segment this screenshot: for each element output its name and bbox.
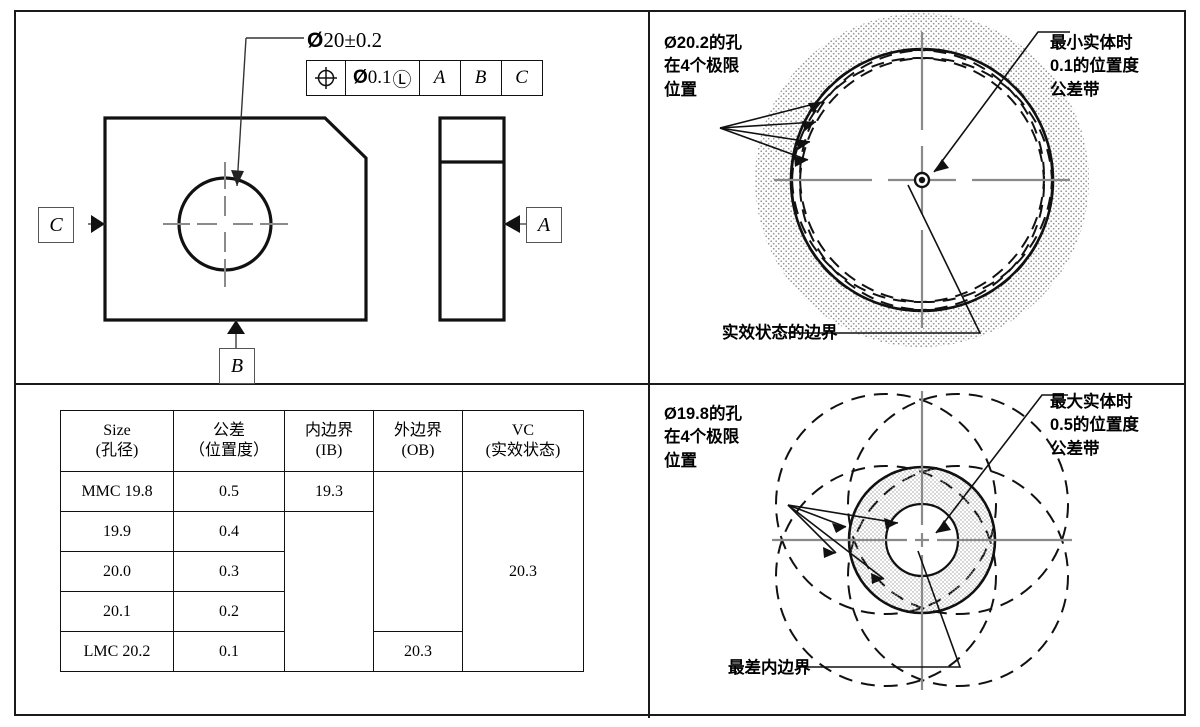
leader-vc-boundary: [788, 184, 982, 334]
col-header-size: Size (孔径): [60, 410, 174, 472]
spec-table-wrap: Size (孔径) 公差 （位置度） 内边界 (IB) 外边界: [60, 410, 584, 672]
cell-vc-merged: 20.3: [462, 471, 584, 672]
note-vc-boundary: 实效状态的边界: [722, 324, 838, 342]
cell-ib: 19.3: [284, 471, 374, 512]
diagram-centerlines: [774, 32, 1070, 328]
dimension-arrowhead: [231, 170, 244, 186]
cell-ob: 20.3: [373, 631, 463, 672]
cell-tolerance: 0.1: [173, 631, 285, 672]
cell-size: MMC 19.8: [60, 471, 174, 512]
part-geometry: [88, 37, 526, 348]
side-view-outline: [438, 116, 506, 322]
note-extreme-positions-mmc: Ø19.8的孔 在4个极限 位置: [664, 405, 742, 470]
table-row: LMC 20.2 0.1 20.3: [60, 631, 584, 672]
lmc-diagram-geometry: [719, 13, 1089, 347]
note-mmc-tolerance-zone: 最大实体时 0.5的位置度 公差带: [1050, 393, 1139, 458]
cell-tolerance: 0.5: [173, 471, 285, 512]
cell-ob-merged: [373, 471, 463, 632]
table-header-row: Size (孔径) 公差 （位置度） 内边界 (IB) 外边界: [60, 410, 584, 472]
cell-tolerance: 0.4: [173, 511, 285, 552]
leader-mmc-tolerance-zone: [935, 394, 1068, 534]
table-row: MMC 19.8 0.5 19.3 20.3: [60, 471, 584, 672]
leader-extreme-positions: [719, 101, 823, 161]
tolerance-zone-circle: [913, 171, 931, 189]
panel-lmc-diagram: Ø20.2的孔 在4个极限 位置 最小实体时 0.1的位置度 公差带 实效状态的…: [650, 10, 1186, 383]
cell-size: LMC 20.2: [60, 631, 174, 672]
datum-c-indicator: [88, 215, 105, 233]
datum-ref-c: C: [515, 67, 528, 88]
col-header-vc: VC (实效状态): [462, 410, 584, 472]
cell-tolerance: 0.2: [173, 591, 285, 632]
table-row: 19.9 0.4: [60, 511, 584, 672]
leader-arrowhead-mmc: [936, 520, 951, 533]
table-row: 20.0 0.3: [60, 551, 584, 592]
leader-arrowhead-tolzone: [934, 159, 949, 172]
cell-ib-merged: [284, 511, 374, 672]
col-header-ib: 内边界 (IB): [284, 410, 374, 472]
cell-tolerance: 0.3: [173, 551, 285, 592]
datum-ref-a: A: [420, 61, 461, 95]
panel-divider-horizontal-left: [14, 383, 650, 385]
hole-circle: [177, 176, 273, 272]
leader-arrowheads-left: [823, 518, 898, 584]
cell-size: 20.1: [60, 591, 174, 632]
cell-size: 20.0: [60, 551, 174, 592]
leader-worst-inner-boundary: [796, 550, 962, 668]
spec-table: Size (孔径) 公差 （位置度） 内边界 (IB) 外边界: [60, 410, 584, 672]
col-header-tolerance: 公差 （位置度）: [173, 410, 285, 472]
leader-extreme-positions: [787, 504, 899, 580]
note-extreme-positions-lmc: Ø20.2的孔 在4个极限 位置: [664, 34, 742, 99]
lmc-modifier-icon: Ⓛ: [392, 69, 412, 91]
panel-mmc-diagram: Ø19.8的孔 在4个极限 位置 最大实体时 0.5的位置度 公差带 最差内边界: [650, 385, 1186, 716]
datum-feature-b: B: [219, 348, 255, 384]
datum-a-indicator: [504, 215, 526, 233]
leader-arrowheads-left: [794, 102, 822, 167]
datum-feature-c: C: [38, 207, 74, 243]
cell-size: 19.9: [60, 511, 174, 552]
hole-centerlines: [163, 162, 288, 287]
datum-b-indicator: [227, 320, 245, 348]
note-lmc-tolerance-zone: 最小实体时 0.1的位置度 公差带: [1050, 34, 1139, 99]
sheet-border: [14, 10, 1186, 716]
table-row: 20.1 0.2: [60, 591, 584, 632]
panel-divider-horizontal-right: [648, 383, 1186, 385]
panel-divider-vertical: [648, 10, 650, 718]
leader-tolerance-zone: [933, 31, 1070, 173]
diagram-centerlines: [772, 391, 1072, 690]
hole-diameter-dimension: Ø20±0.2: [307, 28, 383, 52]
mmc-diagram-geometry: [772, 391, 1072, 690]
tolerance-zone-center: [918, 176, 926, 184]
datum-feature-a: A: [526, 207, 562, 243]
datum-ref-b: B: [461, 61, 502, 95]
col-header-ob: 外边界 (OB): [373, 410, 463, 472]
note-worst-inner-boundary: 最差内边界: [728, 659, 811, 677]
position-symbol: [307, 61, 346, 95]
panel-spec-table: Size (孔径) 公差 （位置度） 内边界 (IB) 外边界: [14, 385, 650, 716]
dimension-leader: [236, 37, 304, 187]
